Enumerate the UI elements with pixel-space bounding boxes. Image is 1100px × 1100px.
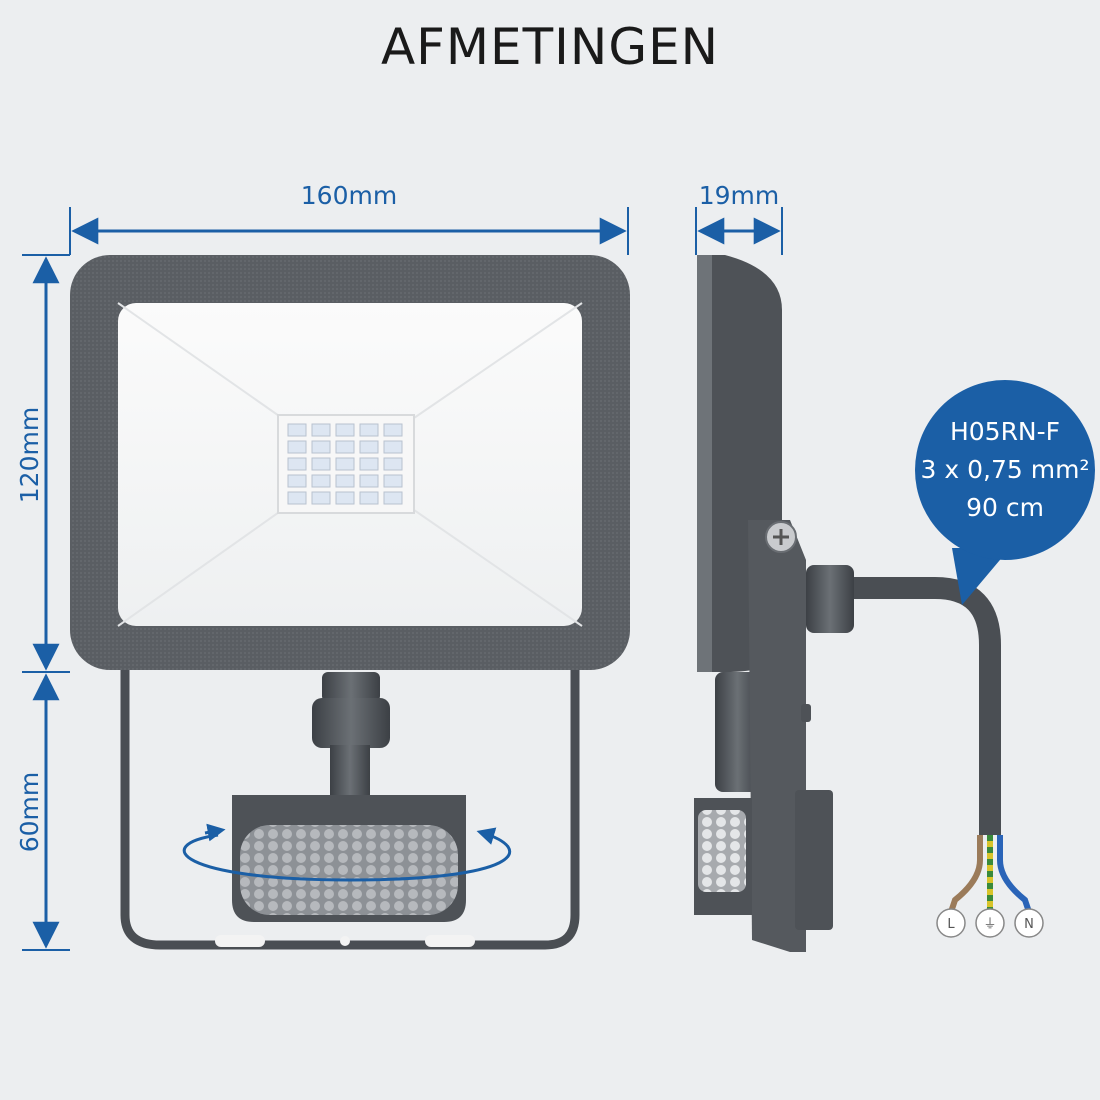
earth-label: ⏚ — [983, 917, 996, 932]
neutral-label: N — [1024, 917, 1034, 932]
led-chip — [383, 423, 403, 437]
front-dimensions: 160mm 120mm 60mm — [15, 181, 629, 951]
wire-neutral — [997, 835, 1033, 916]
page-title: AFMETINGEN — [380, 18, 720, 76]
bracket-slot — [215, 935, 265, 947]
led-chip — [335, 474, 355, 488]
side-view — [694, 255, 1033, 952]
power-cable — [850, 577, 1001, 835]
led-chip — [287, 457, 307, 471]
junction-box — [795, 790, 833, 930]
cable-gland — [806, 565, 854, 633]
bracket-height-label: 60mm — [15, 772, 44, 853]
joint-collar — [322, 672, 380, 702]
led-chip — [359, 423, 379, 437]
led-chip — [287, 491, 307, 505]
led-chip — [335, 457, 355, 471]
led-chip — [311, 491, 331, 505]
earth-terminal — [975, 908, 1005, 938]
wire-labels: L ⏚ N — [936, 908, 1044, 938]
neutral-terminal — [1014, 908, 1044, 938]
led-chip — [335, 423, 355, 437]
cable-type: H05RN-F — [950, 417, 1060, 446]
led-chip — [359, 457, 379, 471]
led-chip — [287, 474, 307, 488]
led-chip — [311, 440, 331, 454]
rotation-arrow-icon — [182, 827, 511, 882]
joint-ball — [312, 698, 390, 748]
rotation-arrow-head-icon — [204, 823, 226, 842]
height-label: 120mm — [15, 407, 44, 503]
sensor-neck — [330, 745, 370, 795]
led-chip — [311, 457, 331, 471]
led-chip — [383, 474, 403, 488]
front-view — [70, 255, 630, 950]
cable-callout: H05RN-F 3 x 0,75 mm² 90 cm — [915, 380, 1095, 605]
side-bracket — [748, 520, 806, 952]
side-joint — [715, 672, 760, 792]
led-chip — [383, 491, 403, 505]
cable-section: 3 x 0,75 mm² — [921, 455, 1090, 484]
depth-dimension: 19mm — [695, 181, 783, 255]
mounting-bracket — [120, 670, 580, 950]
led-chips — [287, 423, 403, 505]
led-chip — [311, 423, 331, 437]
led-chip — [383, 440, 403, 454]
callout-bubble — [915, 380, 1095, 560]
led-chip — [335, 491, 355, 505]
side-pir-lens — [698, 810, 746, 892]
cable-length: 90 cm — [966, 493, 1044, 522]
pir-sensor-lens — [240, 825, 458, 915]
led-chip — [287, 423, 307, 437]
led-chip — [359, 474, 379, 488]
led-chip — [311, 474, 331, 488]
led-chip — [287, 440, 307, 454]
led-chip — [359, 440, 379, 454]
live-terminal — [936, 908, 966, 938]
bracket-slot — [425, 935, 475, 947]
led-chip — [359, 491, 379, 505]
depth-label: 19mm — [699, 181, 780, 210]
led-chip — [383, 457, 403, 471]
width-label: 160mm — [301, 181, 397, 210]
led-chip — [335, 440, 355, 454]
live-label: L — [947, 917, 955, 932]
bracket-hole — [340, 936, 350, 946]
wire-live — [947, 835, 983, 916]
